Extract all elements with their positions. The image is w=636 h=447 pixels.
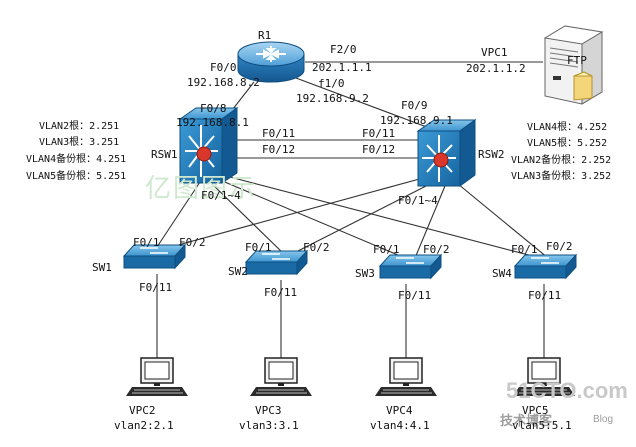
rsw1-role-3: VLAN5备份根：5.251 [26,171,127,182]
link-r1-rsw2 [295,77,441,133]
watermark-blog-cn: 技术博客 [500,413,553,428]
rsw2-role-3: VLAN3备份根：3.252 [511,171,612,182]
rsw1-uplink-ip: 192.168.8.1 [176,116,249,129]
rsw1-uplink-port: F0/8 [200,102,227,115]
access-switch-sw3-icon[interactable] [378,253,443,280]
access-switch-sw4-icon[interactable] [513,253,578,280]
sw4-port-up1: F0/1 [511,243,538,256]
sw4-port-down: F0/11 [528,289,562,302]
trunk-rsw2-f011: F0/11 [362,127,396,140]
rsw1-role-2: VLAN4备份根：4.251 [26,154,127,165]
router-ip-rsw1: 192.168.8.2 [187,76,260,89]
vpc5-name: VPC5 [522,404,549,417]
router-port-rsw2: f1/0 [318,77,345,90]
pc-vpc3-icon[interactable] [250,357,312,396]
link-rsw1-sw1 [154,181,201,251]
vpc4-info: vlan4:4.1 [370,419,430,432]
sw1-name: SW1 [92,261,112,274]
vpc4-name: VPC4 [386,404,413,417]
pc-vpc5-icon[interactable] [513,357,575,396]
link-rsw2-sw3 [414,185,446,259]
vpc2-name: VPC2 [129,404,156,417]
trunk-rsw2-f012: F0/12 [362,143,396,156]
vpc5-info: vlan5:5.1 [512,419,572,432]
rsw1-role-1: VLAN3根：3.251 [39,137,120,148]
ftp-label: FTP [567,54,587,67]
router-ip-rsw2: 192.168.9.2 [296,92,369,105]
watermark-main: 亿图图示 [145,174,258,204]
sw2-port-up1: F0/1 [245,241,272,254]
rsw1-role-0: VLAN2根：2.251 [39,121,120,132]
router-port-rsw1: F0/0 [210,61,237,74]
vpc1-name: VPC1 [481,46,508,59]
sw2-port-down: F0/11 [264,286,298,299]
sw2-name: SW2 [228,265,248,278]
router-ip-vpc1: 202.1.1.1 [312,61,372,74]
rsw2-downlink-range: F0/1~4 [398,194,438,207]
router-icon[interactable] [237,41,305,83]
sw4-name: SW4 [492,267,512,280]
vpc3-info: vlan3:3.1 [239,419,299,432]
vpc2-info: vlan2:2.1 [114,419,174,432]
vpc3-name: VPC3 [255,404,282,417]
rsw2-uplink-ip: 192.168.9.1 [380,114,453,127]
ftp-server-icon[interactable] [543,25,604,105]
link-rsw1-sw2 [209,181,286,256]
rsw1-name: RSW1 [151,148,178,161]
link-rsw2-sw4 [457,183,549,259]
sw1-port-down: F0/11 [139,281,173,294]
sw3-name: SW3 [355,267,375,280]
sw3-port-down: F0/11 [398,289,432,302]
trunk-rsw1-f012: F0/12 [262,143,296,156]
link-rsw1-sw3 [219,179,406,259]
rsw2-uplink-port: F0/9 [401,99,428,112]
rsw1-downlink-range: F0/1~4 [201,189,241,202]
links [154,61,549,358]
rsw2-role-1: VLAN5根：5.252 [527,138,608,149]
rsw2-role-0: VLAN4根：4.252 [527,122,608,133]
sw1-port-up2: F0/2 [179,236,206,249]
vpc1-ip: 202.1.1.2 [466,62,526,75]
router-port-vpc1: F2/0 [330,43,357,56]
core-switch-rsw2-icon[interactable] [416,119,477,187]
rsw2-role-2: VLAN2备份根：2.252 [511,155,612,166]
sw3-port-up2: F0/2 [423,243,450,256]
link-rsw2-sw1 [159,177,424,251]
router-name: R1 [258,29,272,42]
sw2-port-up2: F0/2 [303,241,330,254]
watermark-blog-en: Blog [593,414,614,425]
sw3-port-up1: F0/1 [373,243,400,256]
trunk-rsw1-f011: F0/11 [262,127,296,140]
rsw2-name: RSW2 [478,148,505,161]
core-switch-rsw1-icon[interactable] [178,107,239,184]
access-switch-sw2-icon[interactable] [244,249,309,276]
pc-vpc2-icon[interactable] [126,357,188,396]
link-rsw2-sw2 [289,183,431,256]
access-switch-sw1-icon[interactable] [122,243,187,270]
sw4-port-up2: F0/2 [546,240,573,253]
pc-vpc4-icon[interactable] [375,357,437,396]
link-rsw1-sw4 [229,176,541,259]
sw1-port-up1: F0/1 [133,236,160,249]
watermark-site: 51CTO.com [506,378,628,403]
